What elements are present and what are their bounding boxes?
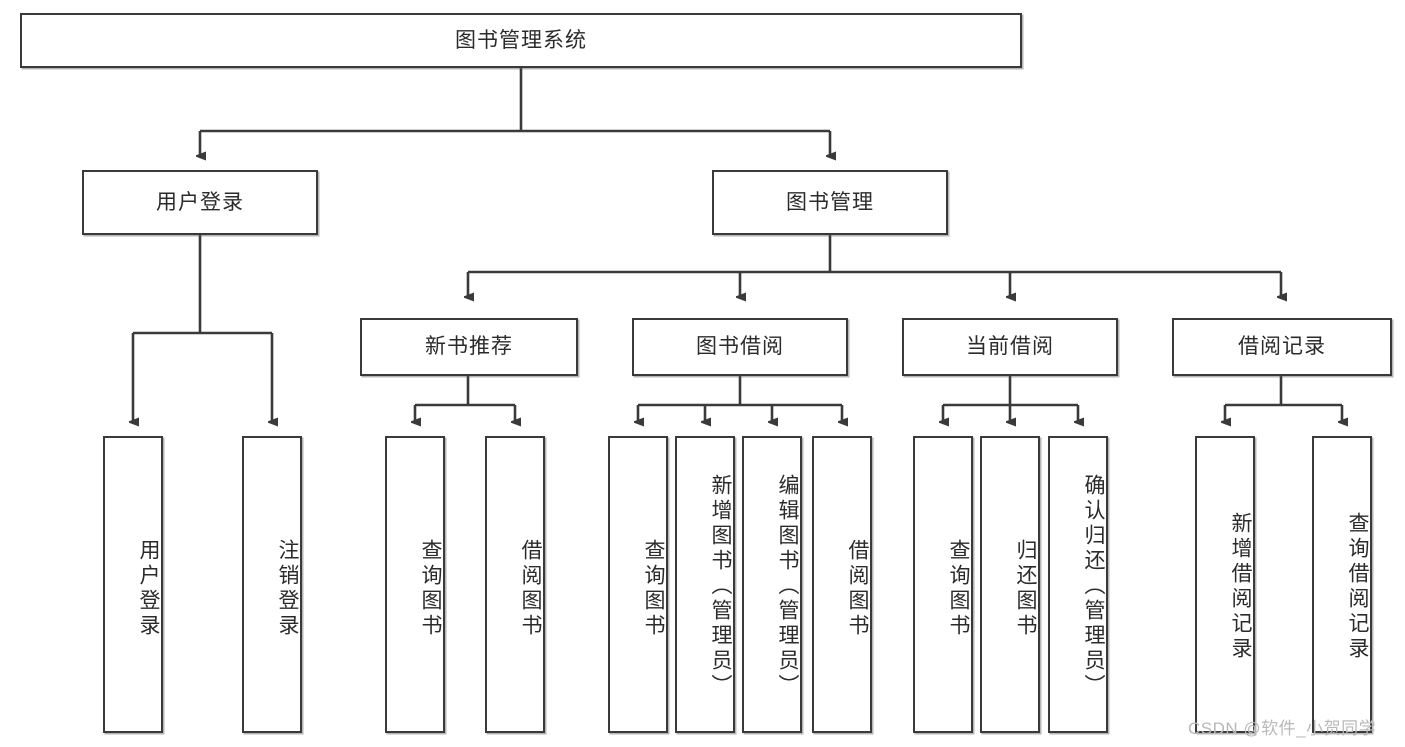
leaf-query-book-recommend-label: 查询图书 xyxy=(419,538,442,639)
leaf-query-book-current-label: 查询图书 xyxy=(947,538,970,639)
leaf-query-book-recommend[interactable]: 查询图书 xyxy=(385,436,445,733)
node-user-login[interactable]: 用户登录 xyxy=(82,170,318,235)
leaf-borrow-book[interactable]: 借阅图书 xyxy=(812,436,872,733)
leaf-borrow-book-label: 借阅图书 xyxy=(846,538,869,639)
node-root[interactable]: 图书管理系统 xyxy=(20,13,1022,68)
leaf-query-borrow-record[interactable]: 查询借阅记录 xyxy=(1312,436,1372,733)
leaf-logout-label: 注销登录 xyxy=(276,538,299,639)
node-new-book-recommend[interactable]: 新书推荐 xyxy=(360,318,578,376)
leaf-query-book-borrow-label: 查询图书 xyxy=(642,538,665,639)
leaf-logout[interactable]: 注销登录 xyxy=(242,436,302,733)
leaf-return-book[interactable]: 归还图书 xyxy=(980,436,1040,733)
node-current-borrow[interactable]: 当前借阅 xyxy=(902,318,1118,376)
leaf-query-book-borrow[interactable]: 查询图书 xyxy=(608,436,668,733)
leaf-add-book-admin[interactable]: 新增图书（管理员） xyxy=(675,436,735,733)
leaf-add-borrow-record-label: 新增借阅记录 xyxy=(1229,511,1252,662)
node-new-book-recommend-label: 新书推荐 xyxy=(425,335,513,359)
leaf-user-login[interactable]: 用户登录 xyxy=(103,436,163,733)
leaf-borrow-book-recommend-label: 借阅图书 xyxy=(519,538,542,639)
node-book-borrow-label: 图书借阅 xyxy=(696,335,784,359)
leaf-return-book-label: 归还图书 xyxy=(1014,538,1037,639)
leaf-query-borrow-record-label: 查询借阅记录 xyxy=(1346,511,1369,662)
leaf-add-borrow-record[interactable]: 新增借阅记录 xyxy=(1195,436,1255,733)
node-book-management-label: 图书管理 xyxy=(786,190,874,214)
node-user-login-label: 用户登录 xyxy=(156,190,244,214)
node-borrow-record-label: 借阅记录 xyxy=(1238,335,1326,359)
leaf-edit-book-admin[interactable]: 编辑图书（管理员） xyxy=(742,436,802,733)
leaf-user-login-label: 用户登录 xyxy=(137,538,160,639)
leaf-query-book-current[interactable]: 查询图书 xyxy=(913,436,973,733)
leaf-borrow-book-recommend[interactable]: 借阅图书 xyxy=(485,436,545,733)
node-book-management[interactable]: 图书管理 xyxy=(712,170,948,235)
node-book-borrow[interactable]: 图书借阅 xyxy=(632,318,848,376)
leaf-confirm-return-admin-label: 确认归还（管理员） xyxy=(1082,474,1105,699)
leaf-confirm-return-admin[interactable]: 确认归还（管理员） xyxy=(1048,436,1108,733)
node-current-borrow-label: 当前借阅 xyxy=(966,335,1054,359)
node-borrow-record[interactable]: 借阅记录 xyxy=(1172,318,1392,376)
watermark: CSDN @软件_小贺同学 xyxy=(1188,719,1377,738)
leaf-add-book-admin-label: 新增图书（管理员） xyxy=(709,474,732,699)
leaf-edit-book-admin-label: 编辑图书（管理员） xyxy=(776,474,799,699)
node-root-label: 图书管理系统 xyxy=(455,28,587,52)
